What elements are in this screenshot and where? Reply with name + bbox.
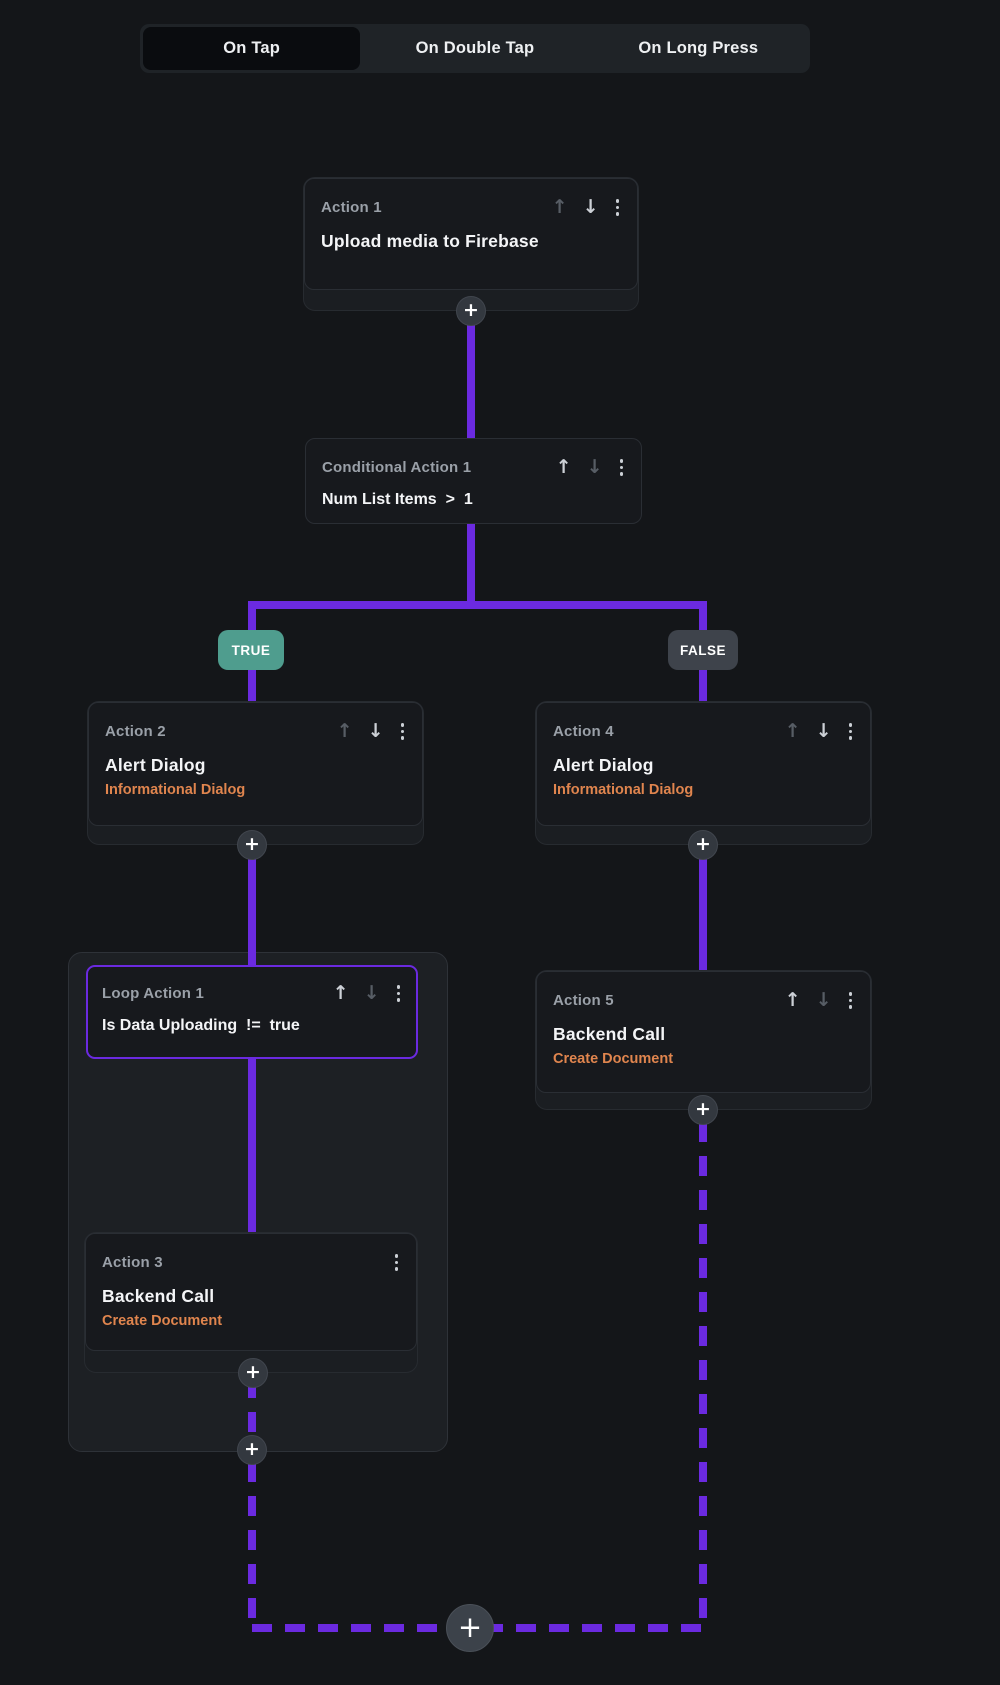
action-label: Action 3 bbox=[102, 1253, 163, 1271]
move-up-icon[interactable]: ↑ bbox=[784, 719, 801, 742]
connector-loop-action3 bbox=[248, 1059, 256, 1232]
action-title: Backend Call bbox=[102, 1285, 215, 1306]
loop-condition-expression: Is Data Uploading != true bbox=[102, 1016, 300, 1034]
action-label: Action 4 bbox=[553, 722, 614, 740]
action-label: Conditional Action 1 bbox=[322, 458, 472, 476]
action-title: Backend Call bbox=[553, 1023, 666, 1044]
move-up-icon[interactable]: ↑ bbox=[784, 988, 801, 1011]
action-card-5[interactable]: Action 5 ↑ ↓ Backend Call Create Documen… bbox=[536, 971, 871, 1093]
move-down-icon[interactable]: ↓ bbox=[815, 719, 832, 742]
condition-expression: Num List Items > 1 bbox=[322, 490, 473, 508]
tab-on-tap[interactable]: On Tap bbox=[143, 27, 361, 70]
connector-right-bottom-dashed bbox=[699, 1122, 707, 1632]
conditional-action-card[interactable]: Conditional Action 1 ↑ ↓ Num List Items … bbox=[305, 438, 642, 524]
action-label: Loop Action 1 bbox=[102, 984, 205, 1002]
false-branch-badge: FALSE bbox=[668, 630, 738, 670]
action-subtitle: Informational Dialog bbox=[105, 781, 246, 798]
action-node-2: Action 2 ↑ ↓ Alert Dialog Informational … bbox=[87, 701, 424, 845]
loop-action-card[interactable]: Loop Action 1 ↑ ↓ Is Data Uploading != t… bbox=[86, 965, 418, 1059]
add-final-action-button[interactable]: + bbox=[446, 1604, 494, 1652]
action-subtitle: Informational Dialog bbox=[553, 781, 694, 798]
more-menu-icon[interactable] bbox=[618, 457, 626, 478]
move-up-icon[interactable]: ↑ bbox=[551, 195, 568, 218]
action-node-1: Action 1 ↑ ↓ Upload media to Firebase bbox=[303, 177, 639, 311]
action-node-5: Action 5 ↑ ↓ Backend Call Create Documen… bbox=[535, 970, 872, 1110]
true-branch-badge: TRUE bbox=[218, 630, 284, 670]
action-label: Action 1 bbox=[321, 198, 382, 216]
connector-left-bottom-dashed bbox=[248, 1462, 256, 1632]
action-label: Action 5 bbox=[553, 991, 614, 1009]
action-label: Action 2 bbox=[105, 722, 166, 740]
add-action-button[interactable]: + bbox=[237, 830, 267, 860]
action-card-1[interactable]: Action 1 ↑ ↓ Upload media to Firebase bbox=[304, 178, 638, 290]
action-subtitle: Create Document bbox=[102, 1312, 223, 1329]
more-menu-icon[interactable] bbox=[847, 990, 855, 1011]
move-up-icon[interactable]: ↑ bbox=[336, 719, 353, 742]
action-node-3: Action 3 Backend Call Create Document bbox=[84, 1232, 418, 1373]
more-menu-icon[interactable] bbox=[395, 983, 403, 1004]
move-down-icon[interactable]: ↓ bbox=[582, 195, 599, 218]
action-title: Upload media to Firebase bbox=[321, 230, 539, 251]
add-action-button[interactable]: + bbox=[688, 830, 718, 860]
connector-conditional-branch bbox=[467, 524, 475, 609]
action-card-3[interactable]: Action 3 Backend Call Create Document bbox=[85, 1233, 417, 1351]
action-card-4[interactable]: Action 4 ↑ ↓ Alert Dialog Informational … bbox=[536, 702, 871, 826]
connector-branch-horizontal bbox=[248, 601, 707, 609]
add-action-after-loop-button[interactable]: + bbox=[237, 1435, 267, 1465]
action-card-2[interactable]: Action 2 ↑ ↓ Alert Dialog Informational … bbox=[88, 702, 423, 826]
action-subtitle: Create Document bbox=[553, 1050, 674, 1067]
add-action-button[interactable]: + bbox=[238, 1358, 268, 1388]
tab-on-long-press[interactable]: On Long Press bbox=[638, 39, 759, 57]
move-up-icon[interactable]: ↑ bbox=[332, 981, 349, 1004]
trigger-tab-bar: On Tap On Double Tap On Long Press bbox=[140, 24, 810, 73]
action-title: Alert Dialog bbox=[553, 754, 654, 775]
more-menu-icon[interactable] bbox=[399, 721, 407, 742]
move-down-icon[interactable]: ↓ bbox=[363, 981, 380, 1004]
move-up-icon[interactable]: ↑ bbox=[555, 455, 572, 478]
add-action-button[interactable]: + bbox=[688, 1095, 718, 1125]
more-menu-icon[interactable] bbox=[614, 197, 622, 218]
connector-action2-loop bbox=[248, 845, 256, 965]
more-menu-icon[interactable] bbox=[393, 1252, 401, 1273]
action-title: Alert Dialog bbox=[105, 754, 206, 775]
add-action-button[interactable]: + bbox=[456, 296, 486, 326]
connector-action3-loopexit-dashed bbox=[248, 1378, 256, 1450]
connector-action4-action5 bbox=[699, 845, 707, 970]
move-down-icon[interactable]: ↓ bbox=[586, 455, 603, 478]
action-node-4: Action 4 ↑ ↓ Alert Dialog Informational … bbox=[535, 701, 872, 845]
move-down-icon[interactable]: ↓ bbox=[367, 719, 384, 742]
more-menu-icon[interactable] bbox=[847, 721, 855, 742]
connector-action1-conditional bbox=[467, 311, 475, 438]
tab-on-double-tap[interactable]: On Double Tap bbox=[415, 39, 535, 57]
move-down-icon[interactable]: ↓ bbox=[815, 988, 832, 1011]
